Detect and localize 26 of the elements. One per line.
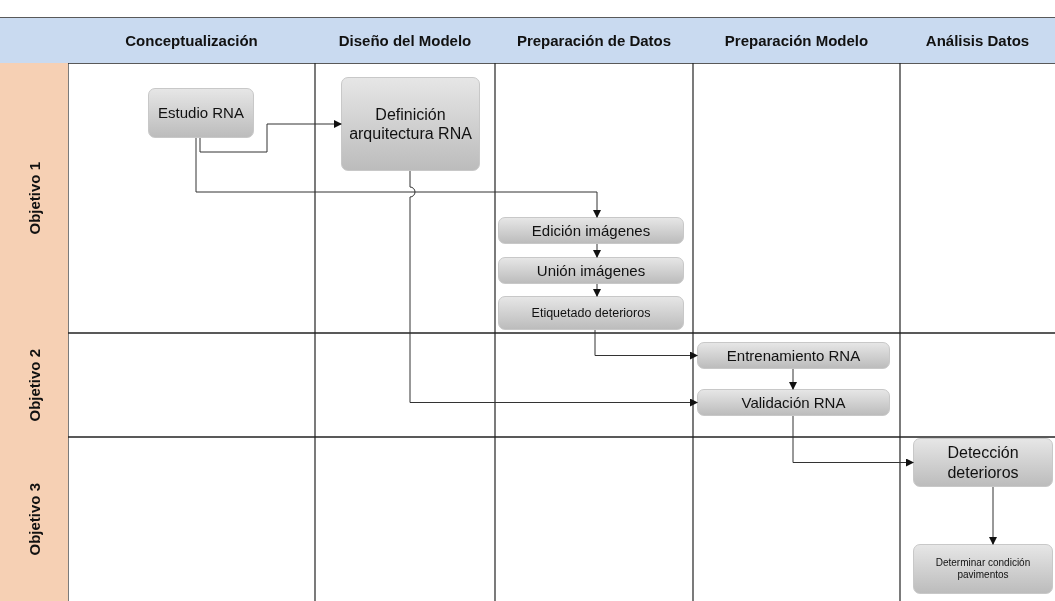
process-box: Estudio RNA — [148, 88, 254, 138]
column-header: Preparación Modelo — [693, 18, 900, 63]
column-header: Análisis Datos — [900, 18, 1055, 63]
process-box: Entrenamiento RNA — [697, 342, 890, 369]
row-header: Objetivo 3 — [0, 437, 68, 601]
arrow — [792, 415, 914, 467]
arrow — [789, 368, 797, 390]
arrow — [594, 329, 698, 360]
process-box: Validación RNA — [697, 389, 890, 416]
row-header: Objetivo 1 — [0, 63, 68, 333]
row-header: Objetivo 2 — [0, 333, 68, 437]
column-header: Preparación de Datos — [495, 18, 693, 63]
process-box: Unión imágenes — [498, 257, 684, 284]
arrow — [593, 283, 601, 297]
arrow — [195, 137, 601, 218]
column-header: Diseño del Modelo — [315, 18, 495, 63]
process-box: Determinar condición pavimentos — [913, 544, 1053, 594]
process-box: Edición imágenes — [498, 217, 684, 244]
arrow — [409, 170, 698, 407]
arrow — [199, 120, 342, 153]
process-box: Etiquetado deterioros — [498, 296, 684, 330]
process-box: Detección deterioros — [913, 438, 1053, 487]
process-box: Definición arquitectura RNA — [341, 77, 480, 171]
arrow — [989, 486, 997, 545]
column-header: Conceptualización — [68, 18, 315, 63]
arrow — [593, 243, 601, 258]
